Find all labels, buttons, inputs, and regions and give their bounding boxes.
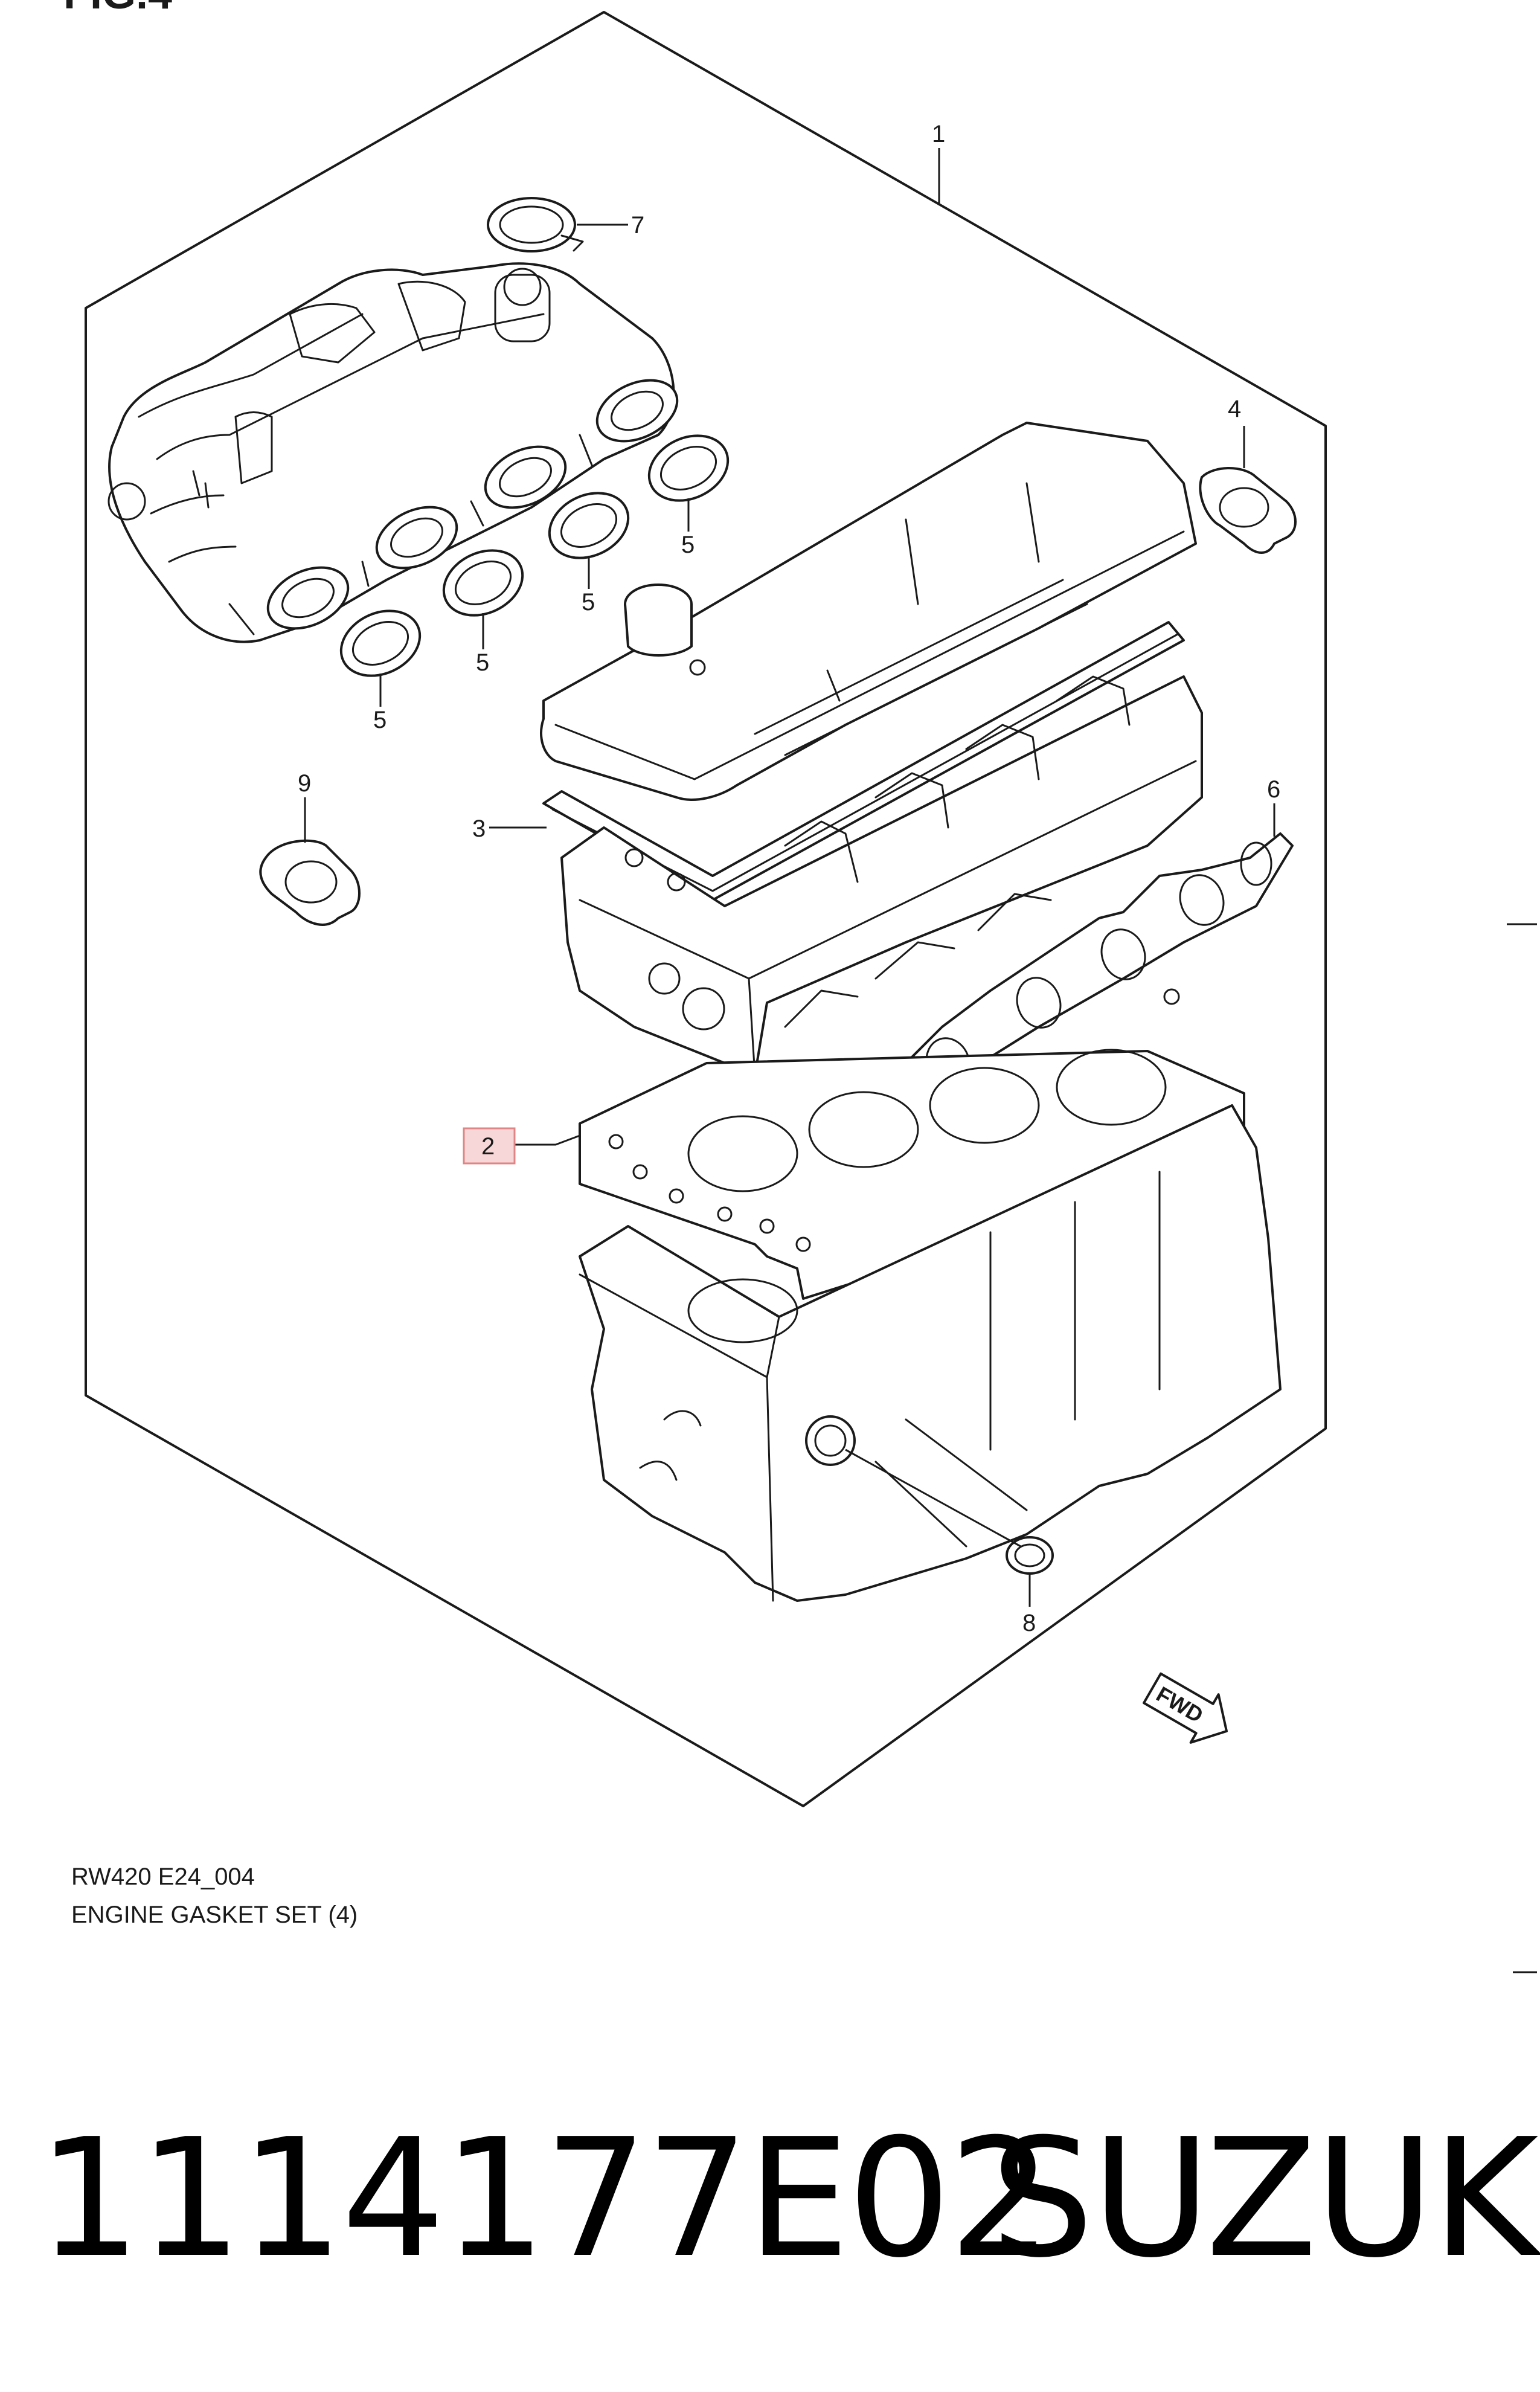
figure-heading: FIG.4 bbox=[63, 0, 172, 18]
brand-name: SUZUKI bbox=[990, 2103, 1540, 2294]
part-6-exhaust-gasket bbox=[881, 832, 1294, 1138]
kit-frame bbox=[85, 11, 1327, 1807]
callout-6: 6 bbox=[1267, 776, 1280, 803]
part-9-gasket bbox=[259, 839, 361, 926]
callout-3: 3 bbox=[472, 815, 486, 842]
callout-9: 9 bbox=[298, 770, 311, 797]
callout-1: 1 bbox=[932, 121, 945, 147]
cylinder-head bbox=[560, 675, 1203, 1076]
footer-band bbox=[0, 1987, 1540, 2392]
fwd-arrow-badge: FWD bbox=[1143, 1672, 1228, 1744]
part-number: 1114177E02 bbox=[37, 2103, 1053, 2294]
part-5-intake-gaskets bbox=[339, 434, 730, 677]
callout-5-a: 5 bbox=[681, 532, 695, 558]
callout-5-d: 5 bbox=[373, 707, 387, 733]
part-7-clamp bbox=[487, 197, 584, 252]
callout-7: 7 bbox=[631, 212, 644, 239]
diagram-name-caption: ENGINE GASKET SET (4) bbox=[71, 1902, 358, 1928]
intake-manifold bbox=[107, 262, 679, 643]
exploded-parts-diagram: FIG.4 bbox=[63, 0, 1537, 1973]
callout-2: 2 bbox=[481, 1133, 495, 1160]
callout-2-highlight[interactable] bbox=[463, 1127, 516, 1165]
callout-4: 4 bbox=[1228, 396, 1241, 422]
diagram-code-caption: RW420 E24_004 bbox=[71, 1863, 255, 1890]
callout-5-b: 5 bbox=[582, 589, 595, 616]
cylinder-block bbox=[579, 1104, 1282, 1602]
callout-8: 8 bbox=[1022, 1610, 1036, 1636]
callout-5-c: 5 bbox=[476, 649, 489, 676]
cylinder-head-cover bbox=[540, 422, 1197, 801]
part-2-head-gasket bbox=[579, 1049, 1245, 1300]
diagram-area: FIG.4 bbox=[63, 0, 1537, 1973]
part-4-gasket bbox=[1199, 467, 1297, 554]
